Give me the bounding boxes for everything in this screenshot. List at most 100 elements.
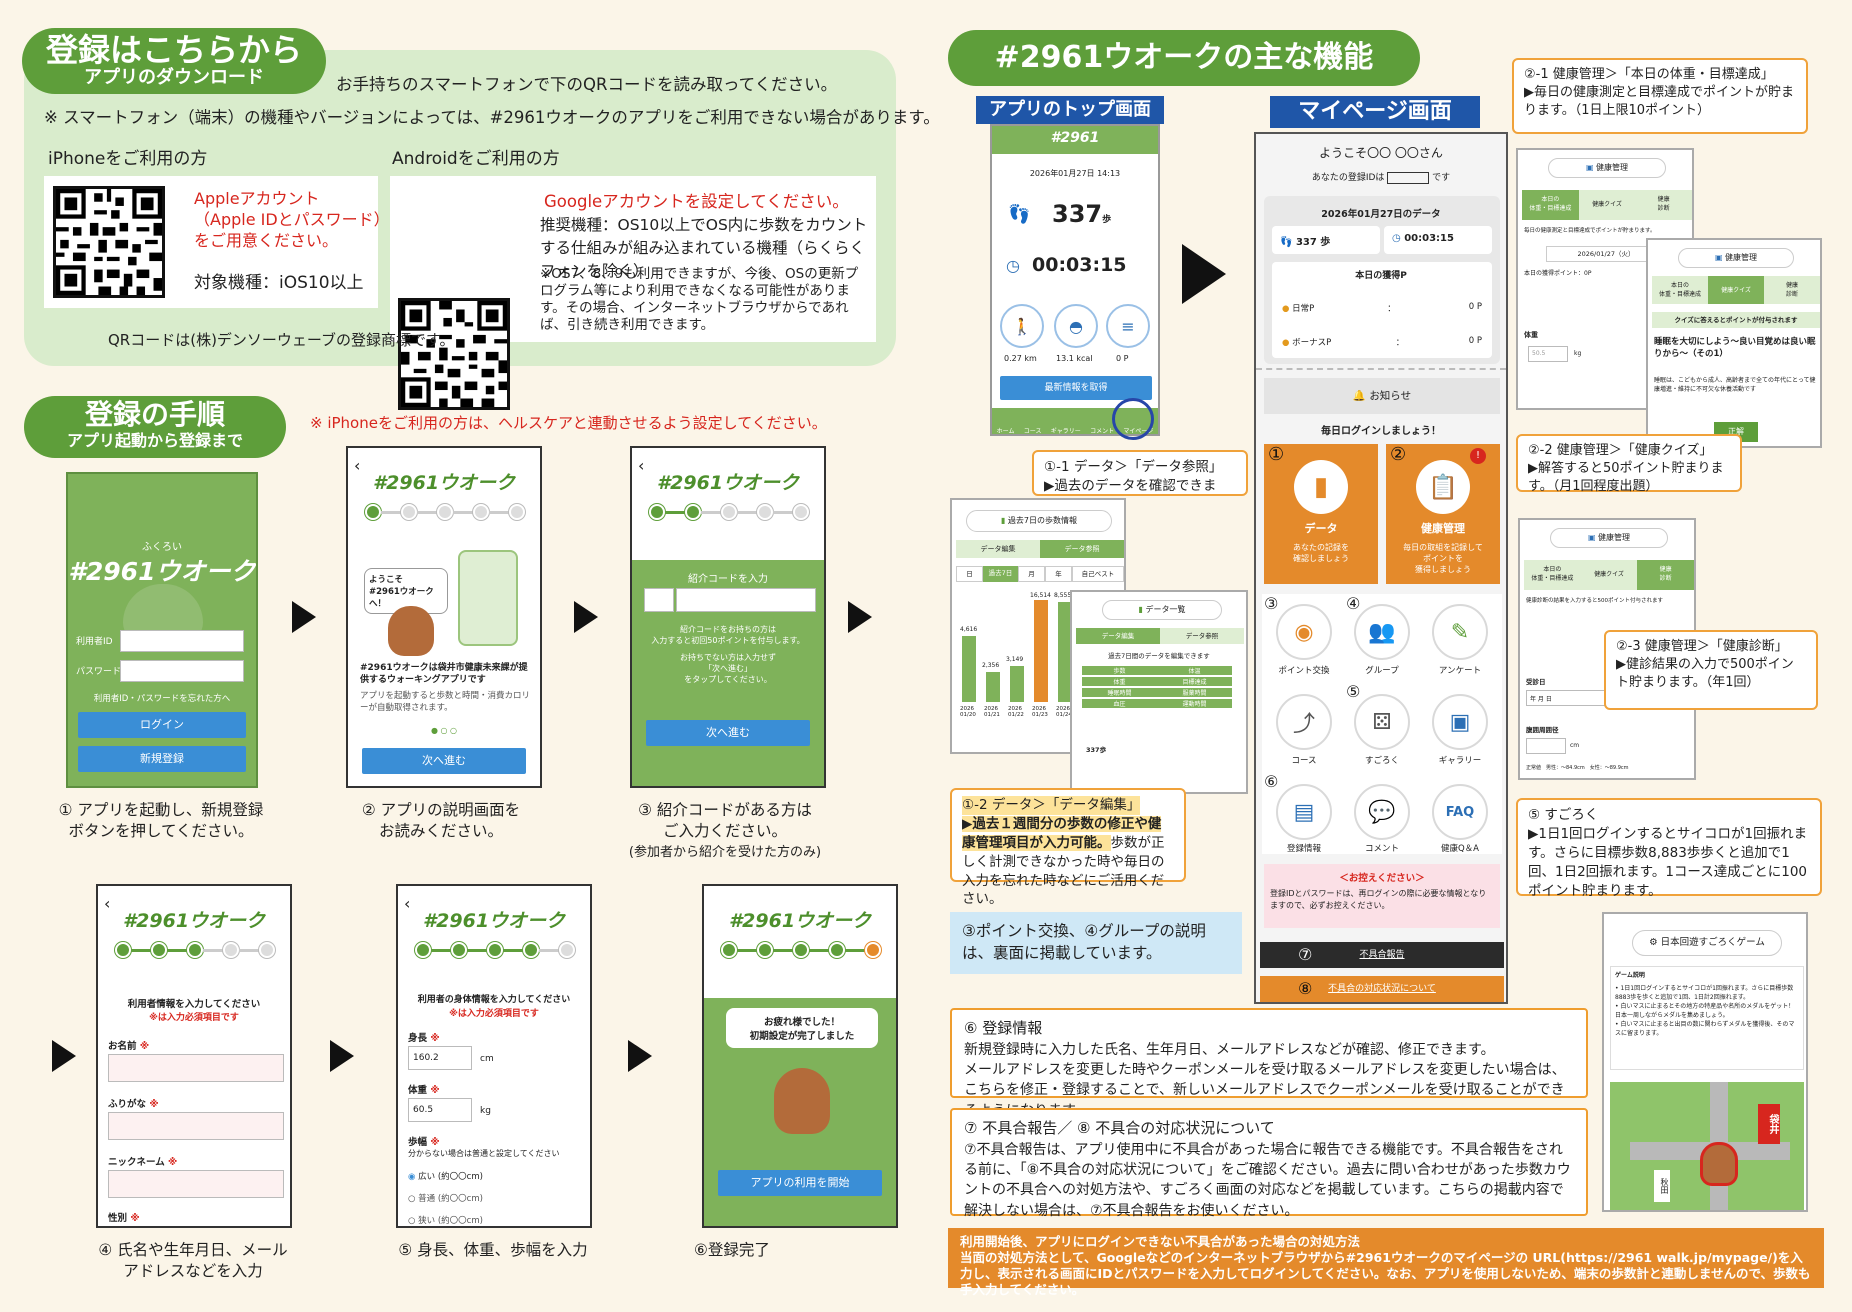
nav-gallery[interactable]: ギャラリー [1050,428,1081,435]
quiz-tab-weight[interactable]: 本日の 体重・目標達成 [1652,276,1708,304]
step6-start-button[interactable]: アプリの利用を開始 [718,1170,882,1196]
health-weight-input[interactable]: 50.5 [1528,346,1568,362]
back-icon[interactable]: ‹ [404,894,411,913]
nav-home[interactable]: ホーム [996,428,1015,435]
date-label: 2026 01/21 [984,706,1000,718]
step5-option-narrow[interactable]: ○ 狭い (約〇〇cm) [408,1214,483,1226]
data-list-tab1[interactable]: データ編集 [1076,628,1160,644]
nav-comment[interactable]: コメント [1090,428,1115,435]
step4-kana-input[interactable] [108,1112,284,1140]
mypage-tile1-desc: あなたの記録を 確認しましょう [1293,543,1349,563]
data-ref-tab1[interactable]: データ編集 [956,540,1040,558]
radio-icon: ○ [408,1216,416,1226]
period-7days[interactable]: 過去7日 [983,566,1018,582]
period-year[interactable]: 年 [1045,566,1072,582]
step1-password-label: パスワード [76,667,122,677]
mypage-daily-text: 日常P [1292,304,1315,314]
checkup-range: 正常値 男性：～84.9cm 女性：～89.9cm [1526,765,1629,771]
step5-option-normal[interactable]: ○ 普通 (約〇〇cm) [408,1192,483,1204]
health-tab-checkup[interactable]: 健康 診断 [1635,190,1692,220]
top-refresh-button[interactable]: 最新情報を取得 [1000,376,1152,400]
group-icon[interactable]: 👥 [1354,604,1410,660]
mypage-status-button[interactable]: ⑧ 不具合の対応状況について [1260,976,1504,1002]
gallery-icon[interactable]: ▣ [1432,694,1488,750]
step5-weight-input[interactable]: 60.5 [408,1098,472,1122]
android-qr-code[interactable] [398,298,510,410]
point-exchange-icon[interactable]: ◉ [1276,604,1332,660]
id-card-icon[interactable]: ▤ [1276,784,1332,840]
period-month[interactable]: 月 [1018,566,1045,582]
step4-nickname-input[interactable] [108,1170,284,1198]
step3-code-input[interactable] [676,588,816,612]
step3-code-select[interactable] [644,588,674,612]
mypage-bonus-text: ボーナスP [1292,338,1332,348]
back-icon[interactable]: ‹ [638,456,645,475]
step4-name-input[interactable] [108,1054,284,1082]
blue-note: ③ポイント交換、④グループの説明は、裏面に掲載しています。 [950,912,1242,974]
back-icon[interactable]: ‹ [354,456,361,475]
walk-icon: 🚶 [1000,304,1044,348]
owl-mascot-icon [1700,1142,1738,1186]
mypage-points-card [1272,262,1492,358]
step1-password-input[interactable] [120,660,244,682]
data-list-tab2[interactable]: データ参照 [1160,628,1244,644]
mypage-report-button[interactable]: ⑦ 不具合報告 [1260,942,1504,968]
comment-icon[interactable]: 💬 [1354,784,1410,840]
health-quiz-screen: ▣ 健康管理 本日の 体重・目標達成 健康クイズ 健康 診断 クイズに答えるとポ… [1646,238,1822,448]
bar [962,636,976,702]
iphone-qr-code[interactable] [53,186,165,298]
step4-gender-text: 性別 [108,1213,128,1224]
registration-subtitle: アプリ起動から登録まで [66,431,243,450]
step4-kana-text: ふりがな [108,1099,147,1110]
top-screen-label: アプリのトップ画面 [976,96,1164,124]
dice-icon[interactable]: ⚄ [1354,694,1410,750]
step1-signup-button[interactable]: 新規登録 [78,746,246,772]
data-edit-screen: ▮ データ一覧 データ編集 データ参照 過去7日間のデータを編集できます 歩数体… [1070,590,1248,794]
top-header [992,126,1158,154]
data-list-cell: 目標達成 [1182,679,1207,686]
step5-option-wide[interactable]: ◉ 広い (約〇〇cm) [408,1170,483,1182]
mypage-news-bar[interactable]: 🔔 お知らせ [1264,378,1500,414]
features-title-pill: #2961ウオークの主な機能 [948,30,1420,86]
mypage-tear-edge [1256,368,1506,378]
survey-icon[interactable]: ✎ [1432,604,1488,660]
period-best[interactable]: 自己ベスト [1072,566,1124,582]
mypage-tile-data[interactable]: ① ▮ データ あなたの記録を 確認しましょう [1264,444,1378,584]
step6-mascot-icon [774,1068,830,1134]
checkup-tab-quiz[interactable]: 健康クイズ [1580,560,1638,590]
callout-1-2-title: ①-2 データ＞「データ編集」 [962,796,1141,815]
download-note: ※ スマートフォン（端末）の機種やバージョンによっては、#2961ウオークのアプ… [44,108,940,127]
step5-height-input[interactable]: 160.2 [408,1046,472,1070]
checkup-abd-input[interactable] [1526,738,1566,754]
step1-user-id-input[interactable] [120,630,244,652]
faq-icon[interactable]: FAQ [1432,784,1488,840]
registration-info-label: 登録情報 [1286,844,1321,854]
mypage-tile2-desc: 毎日の取組を記録して ポイントを 獲得しましょう [1403,543,1483,574]
back-icon[interactable]: ‹ [104,894,111,913]
quiz-tab-checkup[interactable]: 健康 診断 [1764,276,1820,304]
top-logo: #2961 [1050,130,1100,146]
top-time: 00:03:15 [1032,254,1127,276]
required-mark: ※ [430,1137,440,1148]
step3-next-button[interactable]: 次へ進む [646,720,810,746]
health-tab-weight[interactable]: 本日の 体重・目標達成 [1522,190,1579,220]
checkup-tab-weight[interactable]: 本日の 体重・目標達成 [1524,560,1581,590]
colon: ： [1387,304,1396,314]
step1-login-button[interactable]: ログイン [78,712,246,738]
step1-forgot-link[interactable]: 利用者ID・パスワードを忘れた方へ [93,694,231,704]
step2-pager: ● ○ ○ [430,726,458,735]
footer-body: 当面の対処方法として、Googleなどのインターネットブラウザから#2961ウオ… [960,1250,1811,1297]
mypage-tile-health[interactable]: ② ! 📋 健康管理 毎日の取組を記録して ポイントを 獲得しましょう [1386,444,1500,584]
callout-2-1-title: ②-1 健康管理＞「本日の体重・目標達成」 [1524,67,1774,82]
quiz-tab-quiz[interactable]: 健康クイズ [1708,276,1764,304]
nav-course[interactable]: コース [1023,428,1042,435]
course-icon[interactable]: ⤴ [1276,694,1332,750]
data-ref-tab2[interactable]: データ参照 [1040,540,1124,558]
step3-sub: (参加者から紹介を受けた方のみ) [628,845,822,860]
sugoroku-rules-title: ゲーム説明 [1615,972,1645,979]
health-tab-quiz[interactable]: 健康クイズ [1578,190,1636,220]
checkup-tab-checkup[interactable]: 健康 診断 [1637,560,1694,590]
step2-next-button[interactable]: 次へ進む [362,748,526,774]
period-day[interactable]: 日 [956,566,983,582]
p-unit: P [1476,302,1482,312]
